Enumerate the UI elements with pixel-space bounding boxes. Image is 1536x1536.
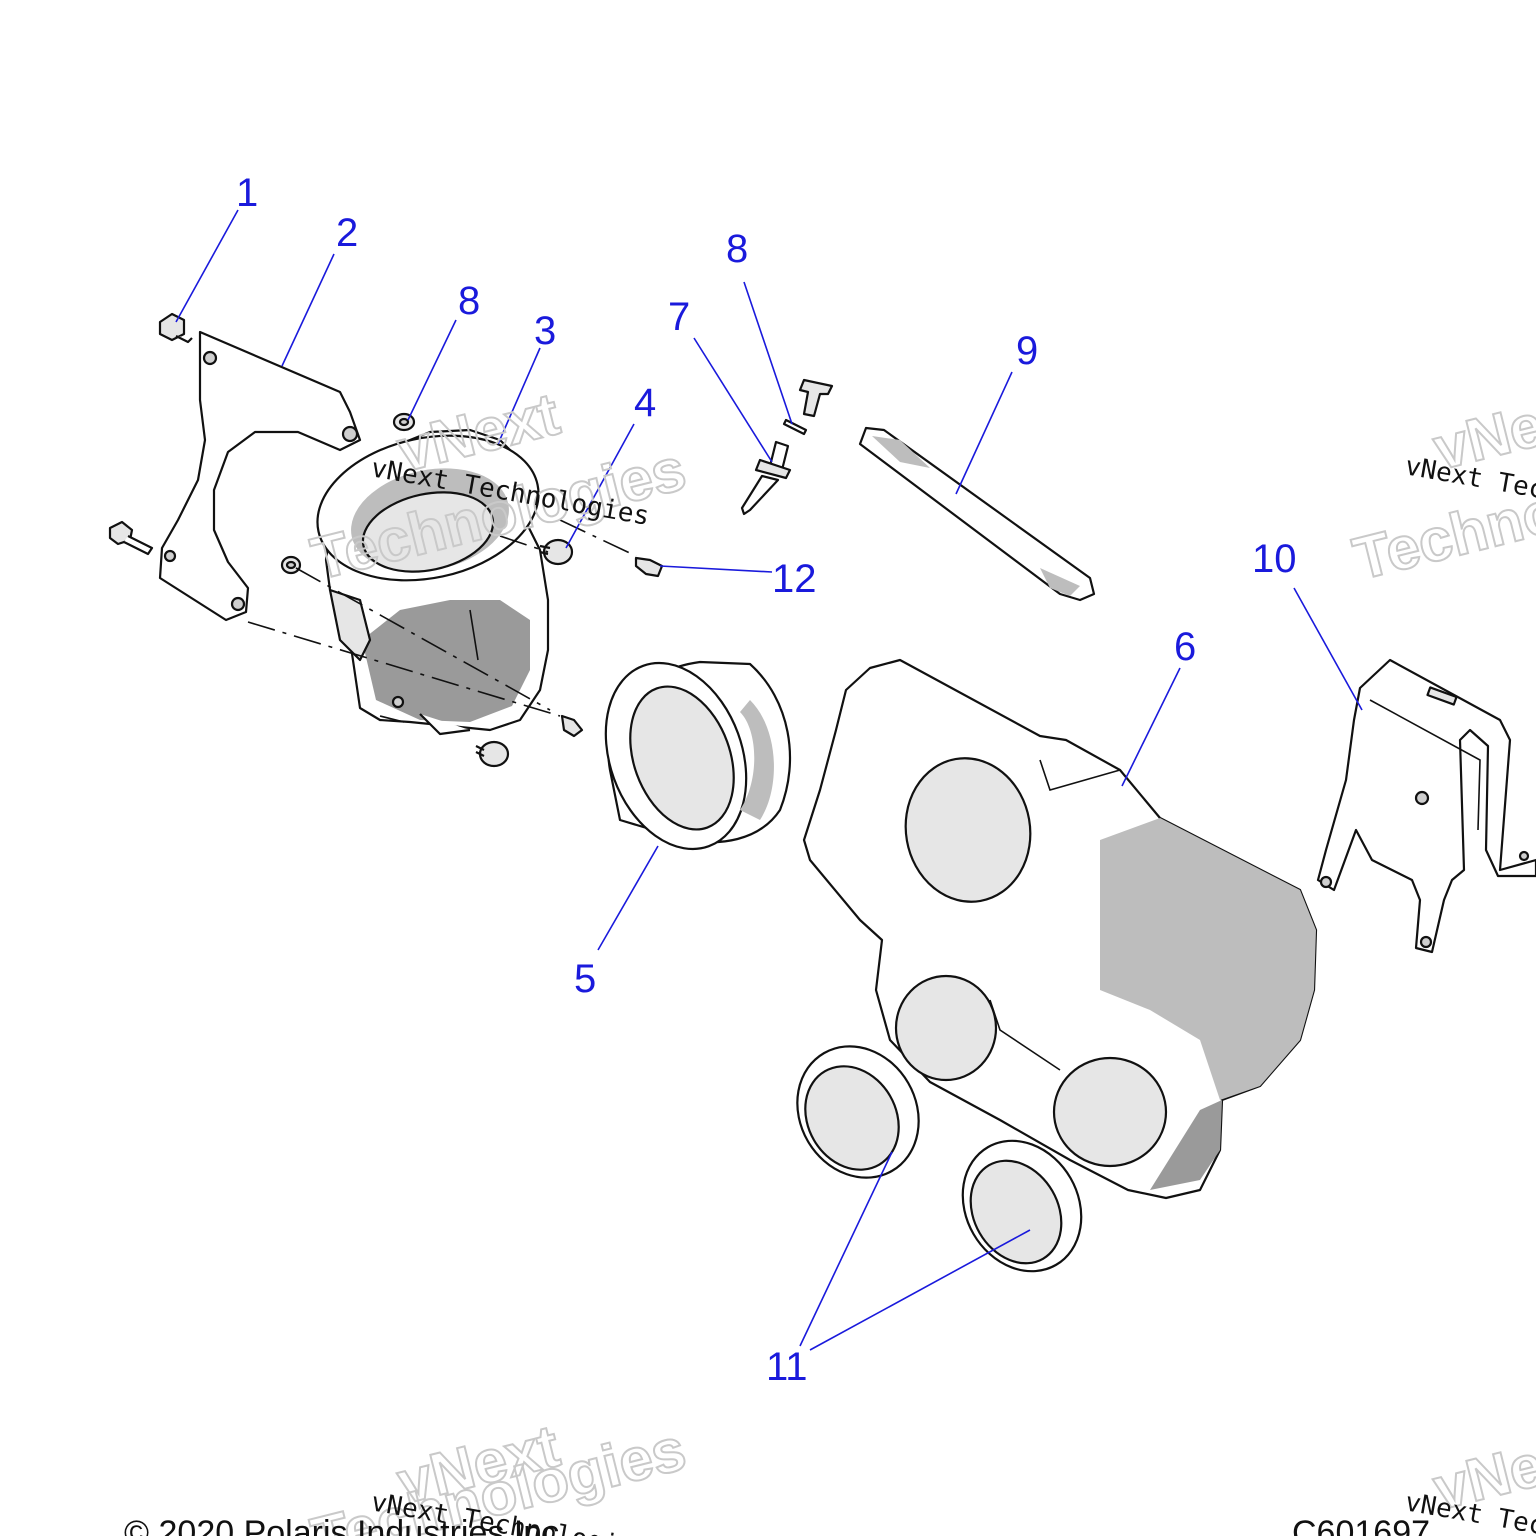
part-7-rivet xyxy=(740,440,792,516)
part-3-intake-duct xyxy=(316,428,550,736)
part-bolt-left xyxy=(108,520,154,556)
leader-lines xyxy=(175,209,1363,1351)
part-9-strap xyxy=(858,426,1096,602)
part-pin-lower xyxy=(560,714,584,738)
callout-3: 3 xyxy=(534,309,556,353)
callout-11: 11 xyxy=(766,1345,808,1389)
part-4-screw xyxy=(539,538,574,566)
callout-5: 5 xyxy=(574,957,596,1001)
callout-10: 10 xyxy=(1252,537,1297,581)
callout-8-left: 8 xyxy=(458,279,480,323)
callout-1: 1 xyxy=(236,171,258,215)
part-11-seal-left xyxy=(796,1045,920,1179)
callout-6: 6 xyxy=(1174,625,1196,669)
callout-4: 4 xyxy=(634,381,656,425)
footer: © 2020 Polaris Industries Inc. C601697 xyxy=(124,1514,1430,1536)
part-2-bracket xyxy=(158,330,362,622)
watermark-right: vNext Technologies vNext Technologies xyxy=(1346,377,1536,594)
part-screw-lower xyxy=(475,740,510,768)
part-1-bolt xyxy=(158,312,193,344)
part-10-bracket xyxy=(1316,658,1536,954)
part-5-ring xyxy=(604,660,792,851)
part-8-washer-top xyxy=(782,378,834,436)
assembly-lines xyxy=(247,519,637,717)
callout-7: 7 xyxy=(668,295,690,339)
part-12-push-pin xyxy=(634,556,664,578)
callout-numbers: 1 2 8 3 4 7 8 9 12 10 6 5 11 xyxy=(236,171,1297,1389)
callout-12: 12 xyxy=(772,557,817,601)
part-grommet-lower xyxy=(280,555,302,575)
callout-8-top: 8 xyxy=(726,227,748,271)
callout-2: 2 xyxy=(336,211,358,255)
copyright-text: © 2020 Polaris Industries Inc. xyxy=(124,1514,569,1536)
callout-9: 9 xyxy=(1016,329,1038,373)
figure-code: C601697 xyxy=(1292,1514,1430,1536)
part-11-seal-right xyxy=(961,1139,1083,1273)
part-6-housing xyxy=(802,658,1318,1200)
